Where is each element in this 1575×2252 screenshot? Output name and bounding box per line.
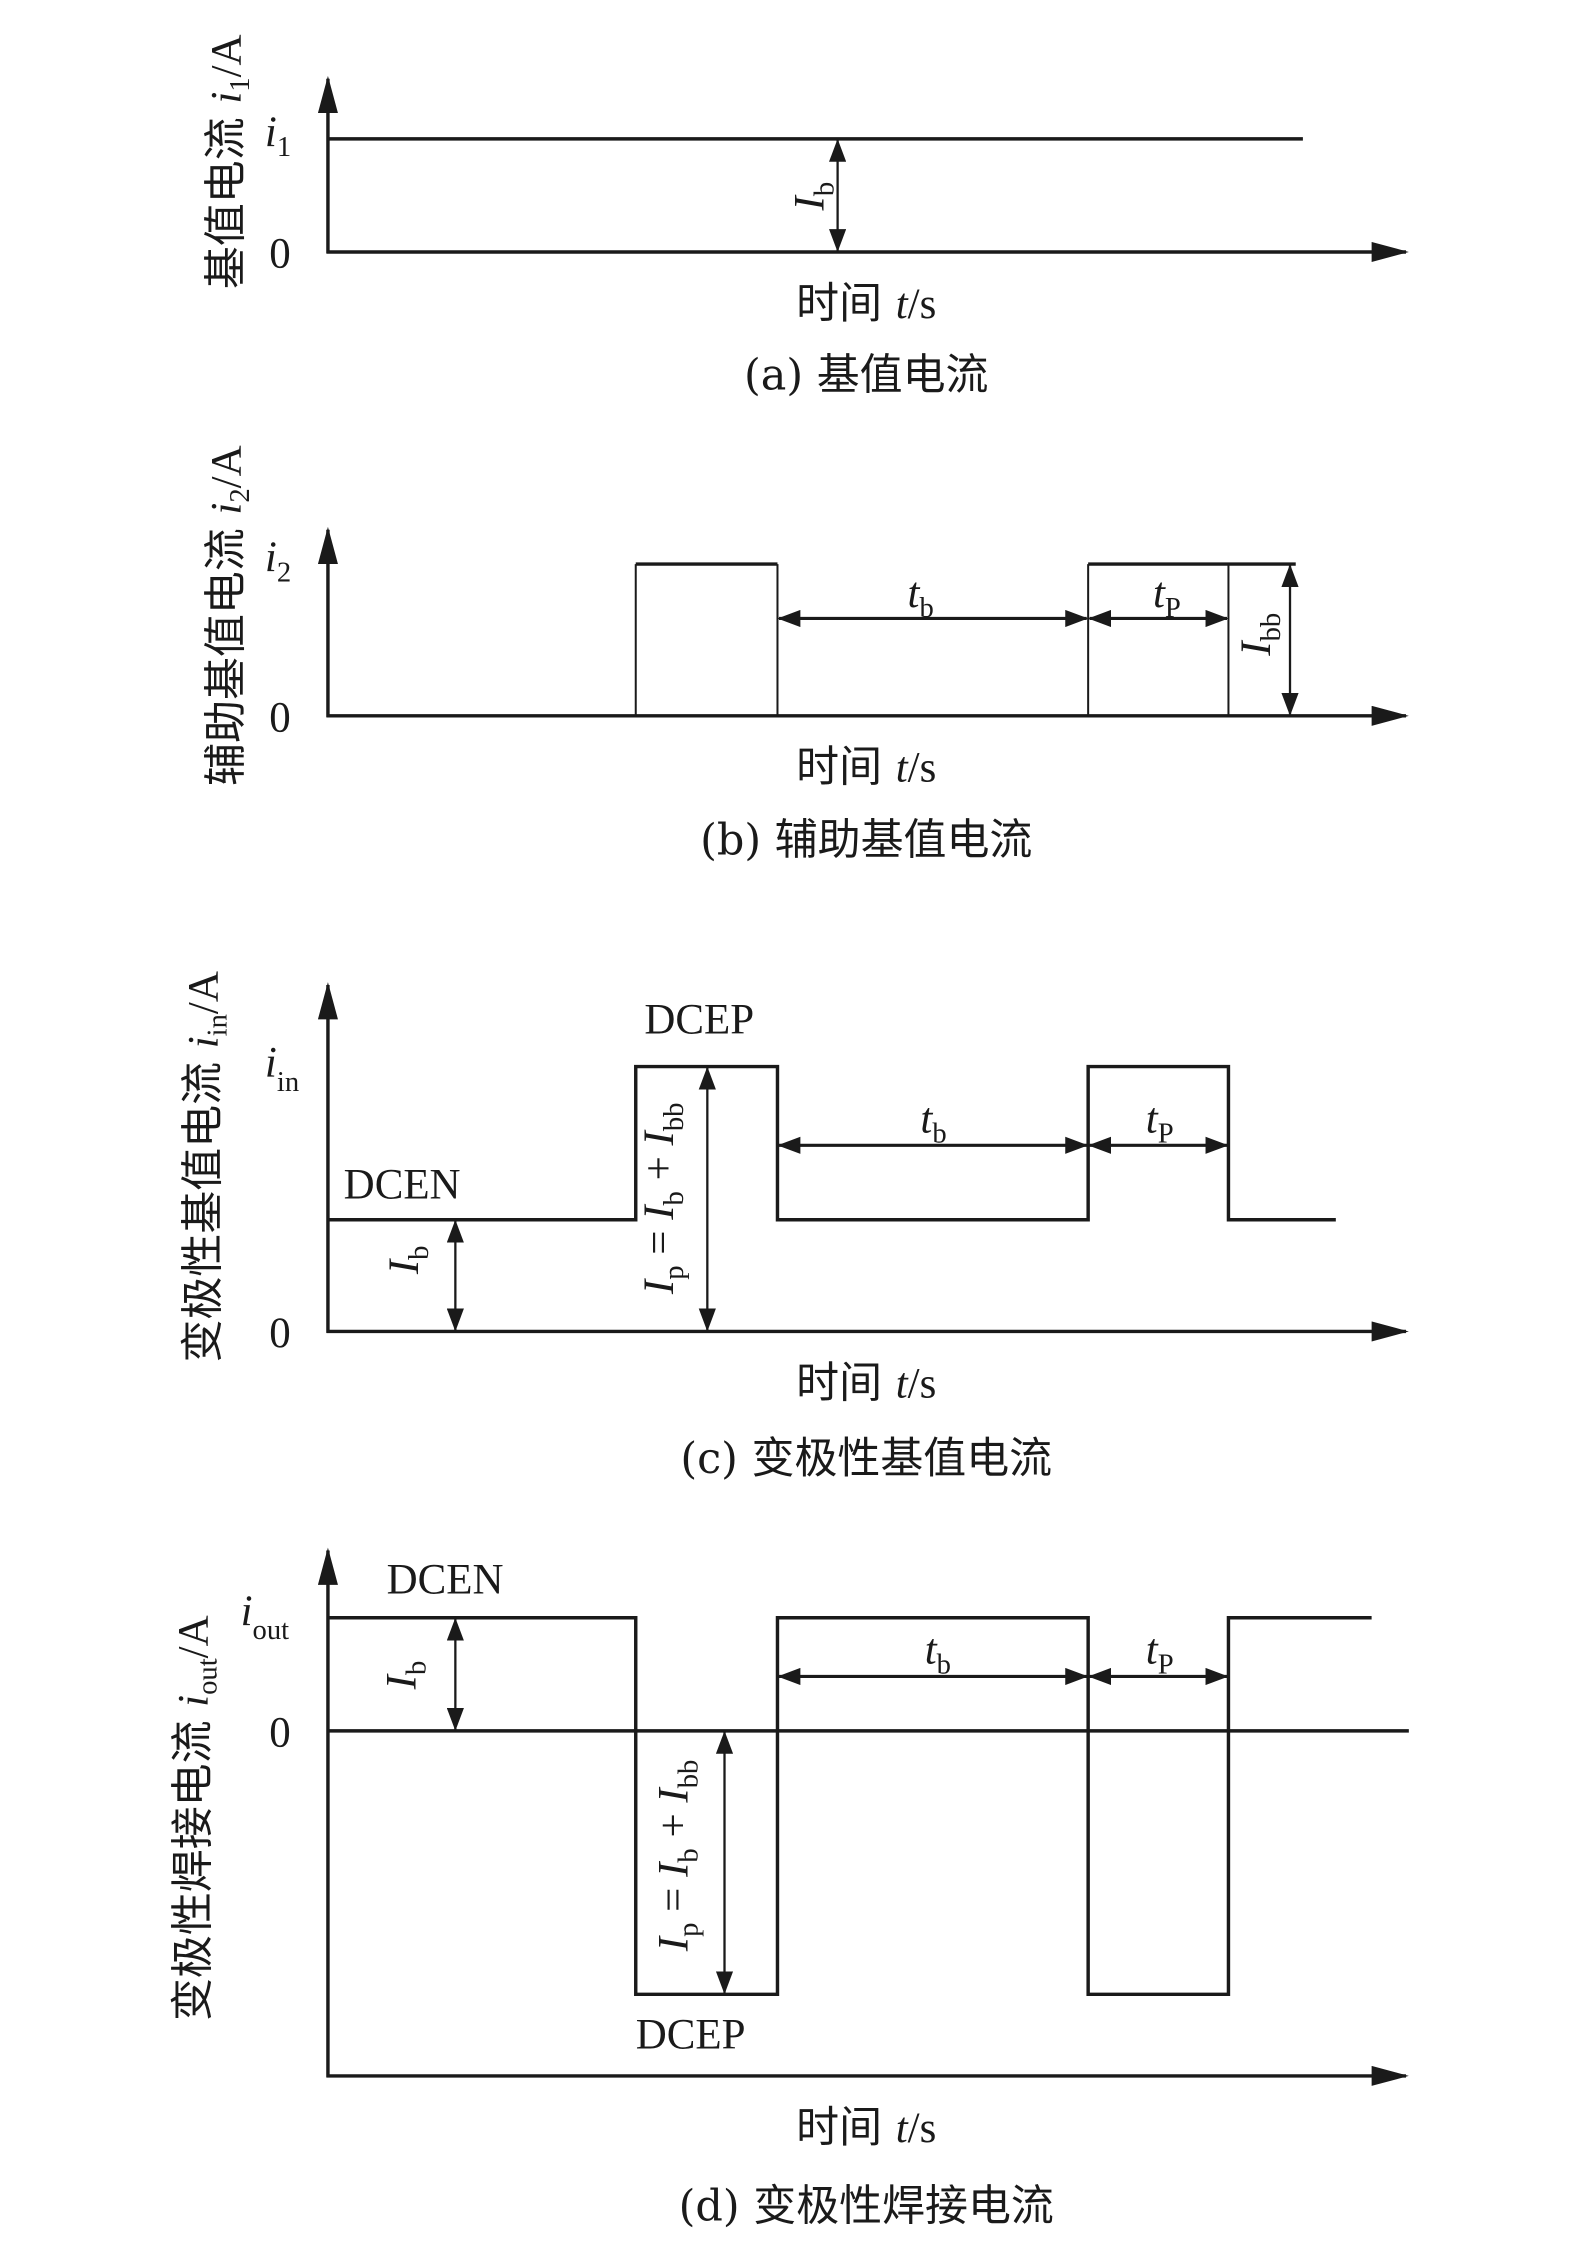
tp-label: tP — [1146, 1095, 1174, 1149]
panel-c: DCEN DCEP Ib Ip = Ib + Ibb tb tP iin 0 变… — [179, 971, 1409, 1484]
tb-label: tb — [920, 1095, 946, 1149]
caption: (d) 变极性焊接电流 — [679, 2182, 1054, 2232]
y-axis-label: 辅助基值电流 i2/A — [202, 445, 257, 785]
dcep-label: DCEP — [636, 2012, 746, 2059]
ibb-label: Ibb — [1233, 613, 1287, 657]
level-label: i2 — [265, 534, 291, 588]
level-label: iout — [241, 1588, 290, 1646]
caption: (c) 变极性基值电流 — [680, 1434, 1052, 1484]
panel-a: Ib i1 0 基值电流 i1/A 时间 t/s (a) 基值电流 — [202, 34, 1409, 400]
ib-label: Ib — [378, 1661, 432, 1691]
level-label: i1 — [265, 109, 291, 163]
x-axis-label: 时间 t/s — [796, 2103, 936, 2153]
x-axis-label: 时间 t/s — [796, 279, 936, 329]
level-label: iin — [265, 1040, 299, 1098]
tp-label: tP — [1153, 570, 1181, 624]
ip-equation-label: Ip = Ib + Ibb — [650, 1760, 704, 1953]
tb-label: tb — [925, 1627, 951, 1681]
caption: (b) 辅助基值电流 — [700, 816, 1032, 866]
y-axis-label: 变极性基值电流 iin/A — [179, 971, 234, 1362]
y-axis-label: 基值电流 i1/A — [202, 34, 257, 289]
dcen-label: DCEN — [387, 1556, 504, 1603]
zero-label: 0 — [269, 1710, 290, 1757]
ib-label: Ib — [786, 182, 840, 212]
dcen-label: DCEN — [344, 1161, 461, 1208]
zero-label: 0 — [269, 695, 290, 742]
waveform-iin — [327, 1064, 1336, 1222]
panel-d: DCEN DCEP Ib Ip = Ib + Ibb tb tP iout 0 … — [169, 1547, 1409, 2232]
waveform-iout — [327, 1616, 1372, 1997]
y-axis-label: 变极性焊接电流 iout/A — [169, 1615, 224, 2021]
panel-b: tb tP Ibb i2 0 辅助基值电流 i2/A 时间 t/s (b) 辅助… — [202, 445, 1409, 866]
x-axis-label: 时间 t/s — [796, 1358, 936, 1408]
ip-equation-label: Ip = Ib + Ibb — [636, 1103, 690, 1296]
caption: (a) 基值电流 — [744, 350, 989, 400]
zero-label: 0 — [269, 231, 290, 278]
dcep-label: DCEP — [644, 997, 754, 1044]
ib-label: Ib — [381, 1246, 435, 1276]
zero-label: 0 — [269, 1310, 290, 1357]
x-axis-label: 时间 t/s — [796, 743, 936, 793]
tb-label: tb — [908, 570, 934, 624]
tp-label: tP — [1146, 1627, 1174, 1681]
